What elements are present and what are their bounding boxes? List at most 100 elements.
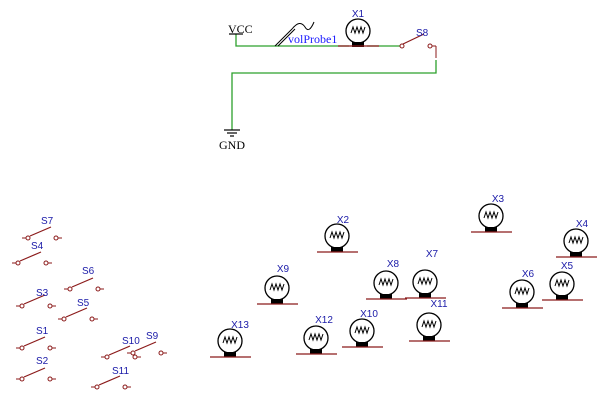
lamp-x9-ref: X9 <box>277 264 290 275</box>
switch-pivot <box>399 43 405 49</box>
switch-blade <box>23 294 46 305</box>
switch-blade <box>108 345 131 356</box>
switch-s6-ref: S6 <box>82 266 95 277</box>
switch-s4[interactable]: S4 <box>12 241 52 266</box>
probe-icon <box>274 21 315 47</box>
vcc-label: VCC <box>228 22 253 36</box>
switch-s2-ref: S2 <box>36 356 49 367</box>
lamp-x6[interactable]: X6 <box>502 269 543 309</box>
lamp-x2-ref: X2 <box>337 215 350 226</box>
switch-blade <box>402 33 425 45</box>
lamp-base <box>419 293 431 298</box>
switch-s7-ref: S7 <box>41 216 54 227</box>
lamp-base <box>556 295 568 300</box>
switch-s9-ref: S9 <box>146 331 159 342</box>
switch-s1[interactable]: S1 <box>16 326 56 351</box>
lamp-x12[interactable]: X12 <box>296 315 337 355</box>
lamp-x13[interactable]: X13 <box>210 320 251 358</box>
lamp-x2[interactable]: X2 <box>317 215 358 253</box>
circuit-wires <box>231 34 437 130</box>
lamp-filament-icon <box>222 335 238 345</box>
switch-contact <box>47 376 53 382</box>
lamp-base <box>271 299 283 304</box>
switch-s10-ref: S10 <box>122 336 140 347</box>
switch-contact <box>47 345 53 351</box>
lamp-base <box>310 349 322 354</box>
lamp-x1-ref: X1 <box>352 9 365 20</box>
lamp-x1[interactable]: X1 <box>338 9 379 47</box>
switch-s10[interactable]: S10 <box>101 336 141 360</box>
lamp-x7-ref: X7 <box>426 249 439 260</box>
switch-blade <box>23 367 46 378</box>
switch-s5[interactable]: S5 <box>58 298 98 322</box>
lamp-x11[interactable]: X11 <box>409 299 450 342</box>
lamp-filament-icon <box>514 286 530 296</box>
switch-s5-ref: S5 <box>77 298 90 309</box>
lamp-x8[interactable]: X8 <box>366 259 407 300</box>
switch-contact <box>427 43 433 49</box>
lamp-base <box>224 352 236 357</box>
switch-pivot <box>94 384 100 390</box>
lamp-filament-icon <box>329 230 345 240</box>
switch-blade <box>98 375 121 386</box>
switch-s2[interactable]: S2 <box>16 356 56 382</box>
lamp-base <box>485 227 497 232</box>
lamp-x5-ref: X5 <box>561 261 574 272</box>
lamp-x9[interactable]: X9 <box>257 264 298 305</box>
gnd-symbol <box>224 129 240 137</box>
lamp-x5[interactable]: X5 <box>542 261 583 301</box>
lamp-filament-icon <box>269 282 285 292</box>
switch-pivot <box>25 235 31 241</box>
lamp-x4[interactable]: X4 <box>556 219 597 258</box>
voltage-probe[interactable]: volProbe1 <box>274 21 337 47</box>
switch-s1-ref: S1 <box>36 326 49 337</box>
switch-s8-ref: S8 <box>416 28 429 39</box>
switch-contact <box>43 260 49 266</box>
switch-pivot <box>15 260 21 266</box>
switch-pivot <box>19 376 25 382</box>
lamp-base <box>356 342 368 347</box>
switch-s3-ref: S3 <box>36 288 49 299</box>
lamp-x7[interactable]: X7 <box>405 249 446 299</box>
gnd-label: GND <box>219 138 245 152</box>
switch-pivot <box>61 316 67 322</box>
lamp-x3[interactable]: X3 <box>471 194 512 233</box>
lamp-x10-ref: X10 <box>360 309 378 320</box>
switch-blade <box>134 341 157 352</box>
lamp-filament-icon <box>417 276 433 286</box>
lamp-filament-icon <box>554 278 570 288</box>
switch-s7[interactable]: S7 <box>22 216 62 241</box>
switch-s8[interactable]: S8 <box>399 28 437 58</box>
lamp-x11-ref: X11 <box>430 299 447 310</box>
lamp-x10[interactable]: X10 <box>342 309 383 348</box>
switch-s11-ref: S11 <box>112 366 129 377</box>
lamp-base <box>423 336 435 341</box>
switch-blade <box>19 251 42 262</box>
switch-contact <box>47 303 53 309</box>
switch-s4-ref: S4 <box>31 241 44 252</box>
lamp-filament-icon <box>483 210 499 220</box>
switch-contact <box>89 316 95 322</box>
switch-contact <box>132 354 138 360</box>
lamp-base <box>570 252 582 257</box>
lamp-filament-icon <box>350 25 366 35</box>
switch-contact <box>158 350 164 356</box>
switch-contact <box>53 235 59 241</box>
switch-s3[interactable]: S3 <box>16 288 56 309</box>
switch-s6[interactable]: S6 <box>64 266 104 292</box>
switch-pivot <box>104 354 110 360</box>
switch-contact <box>95 286 101 292</box>
switch-pivot <box>19 345 25 351</box>
probe-label: volProbe1 <box>288 32 337 46</box>
switch-blade <box>65 307 88 318</box>
vcc-symbol: VCC <box>228 22 253 36</box>
switch-s11[interactable]: S11 <box>91 366 131 390</box>
lamp-base <box>516 303 528 308</box>
switch-pivot <box>67 286 73 292</box>
lamp-x13-ref: X13 <box>231 320 249 331</box>
lamp-x4-ref: X4 <box>576 219 589 230</box>
switch-s9[interactable]: S9 <box>127 331 167 356</box>
switch-pivot <box>130 350 136 356</box>
lamp-base <box>331 247 343 252</box>
lamp-x8-ref: X8 <box>387 259 400 270</box>
